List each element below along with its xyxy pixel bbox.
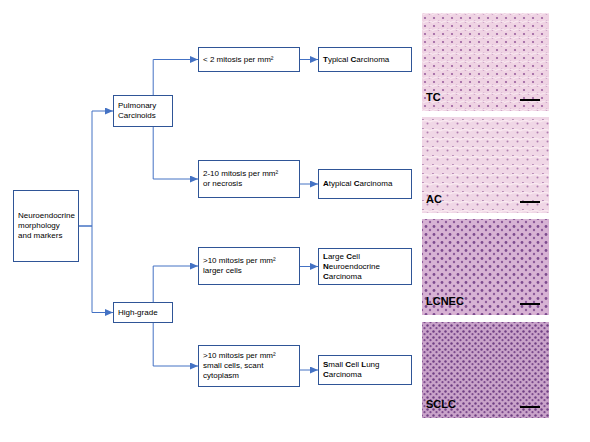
box-text: Small Cell Lung Carcinoma bbox=[323, 360, 407, 380]
text-run: T bbox=[323, 55, 328, 64]
text-run: arcinoma bbox=[359, 179, 392, 188]
process-box: >10 mitosis per mm² small cells, scant c… bbox=[198, 345, 300, 387]
text-run: C bbox=[346, 252, 352, 261]
connector-arrow bbox=[300, 59, 318, 60]
panel-label: SCLC bbox=[426, 398, 456, 410]
histology-image bbox=[422, 219, 549, 315]
text-run: L bbox=[361, 360, 366, 369]
box-text: Atypical Carcinoma bbox=[323, 179, 407, 189]
connector-arrow bbox=[153, 266, 198, 302]
connector-arrow bbox=[153, 323, 198, 366]
text-run: typical bbox=[329, 179, 354, 188]
process-box: >10 mitosis per mm² larger cells bbox=[198, 247, 300, 285]
process-box: 2-10 mitosis per mm² or necrosis bbox=[198, 160, 300, 198]
result-box: Large Cell Neuroendocrine Carcinoma bbox=[318, 248, 412, 285]
text-run: euroendocrine bbox=[329, 262, 380, 271]
text-run: N bbox=[323, 262, 329, 271]
text-run: mall bbox=[328, 360, 345, 369]
panel-label: AC bbox=[426, 193, 442, 205]
connector-arrow bbox=[300, 370, 318, 371]
box-text: High-grade bbox=[118, 308, 168, 318]
text-run: arcinoma bbox=[329, 272, 362, 281]
box-text: Neuroendocrine morphology and markers bbox=[18, 211, 74, 241]
histology-image bbox=[422, 117, 549, 213]
text-run: ell bbox=[351, 360, 361, 369]
process-box: Pulmonary Carcinoids bbox=[113, 95, 173, 127]
text-run: C bbox=[354, 179, 360, 188]
box-text: Typical Carcinoma bbox=[323, 55, 407, 65]
box-text: Large Cell Neuroendocrine Carcinoma bbox=[323, 252, 407, 282]
text-run: C bbox=[323, 370, 329, 379]
text-run: A bbox=[323, 179, 329, 188]
connector-arrow bbox=[79, 111, 113, 226]
text-run: L bbox=[323, 252, 328, 261]
text-run: arcinoma bbox=[356, 55, 389, 64]
process-box: Neuroendocrine morphology and markers bbox=[13, 190, 79, 262]
text-run: ung bbox=[366, 360, 379, 369]
box-text: Pulmonary Carcinoids bbox=[118, 101, 168, 121]
connector-arrow bbox=[79, 226, 113, 313]
result-box: Small Cell Lung Carcinoma bbox=[318, 355, 412, 385]
scale-bar bbox=[520, 303, 540, 305]
connector-arrow bbox=[300, 266, 318, 267]
connector-arrow bbox=[153, 127, 198, 179]
text-run: ell bbox=[352, 252, 360, 261]
connector-arrow bbox=[300, 184, 318, 185]
result-box: Atypical Carcinoma bbox=[318, 169, 412, 199]
scale-bar bbox=[520, 406, 540, 408]
panel-label: TC bbox=[426, 91, 441, 103]
scale-bar bbox=[520, 99, 540, 101]
text-run: C bbox=[351, 55, 357, 64]
box-text: < 2 mitosis per mm² bbox=[203, 55, 295, 65]
scale-bar bbox=[520, 201, 540, 203]
text-run: arge bbox=[328, 252, 346, 261]
box-text: >10 mitosis per mm² larger cells bbox=[203, 256, 283, 276]
histology-image bbox=[422, 13, 549, 111]
box-text: 2-10 mitosis per mm² or necrosis bbox=[203, 169, 283, 189]
connector-arrow bbox=[153, 60, 198, 96]
box-text: >10 mitosis per mm² small cells, scant c… bbox=[203, 351, 287, 381]
process-box: High-grade bbox=[113, 302, 173, 323]
text-run: arcinoma bbox=[329, 370, 362, 379]
process-box: < 2 mitosis per mm² bbox=[198, 47, 300, 72]
text-run: ypical bbox=[328, 55, 351, 64]
text-run: C bbox=[345, 360, 351, 369]
result-box: Typical Carcinoma bbox=[318, 47, 412, 72]
text-run: C bbox=[323, 272, 329, 281]
text-run: S bbox=[323, 360, 328, 369]
histology-image bbox=[422, 322, 549, 418]
panel-label: LCNEC bbox=[426, 295, 464, 307]
